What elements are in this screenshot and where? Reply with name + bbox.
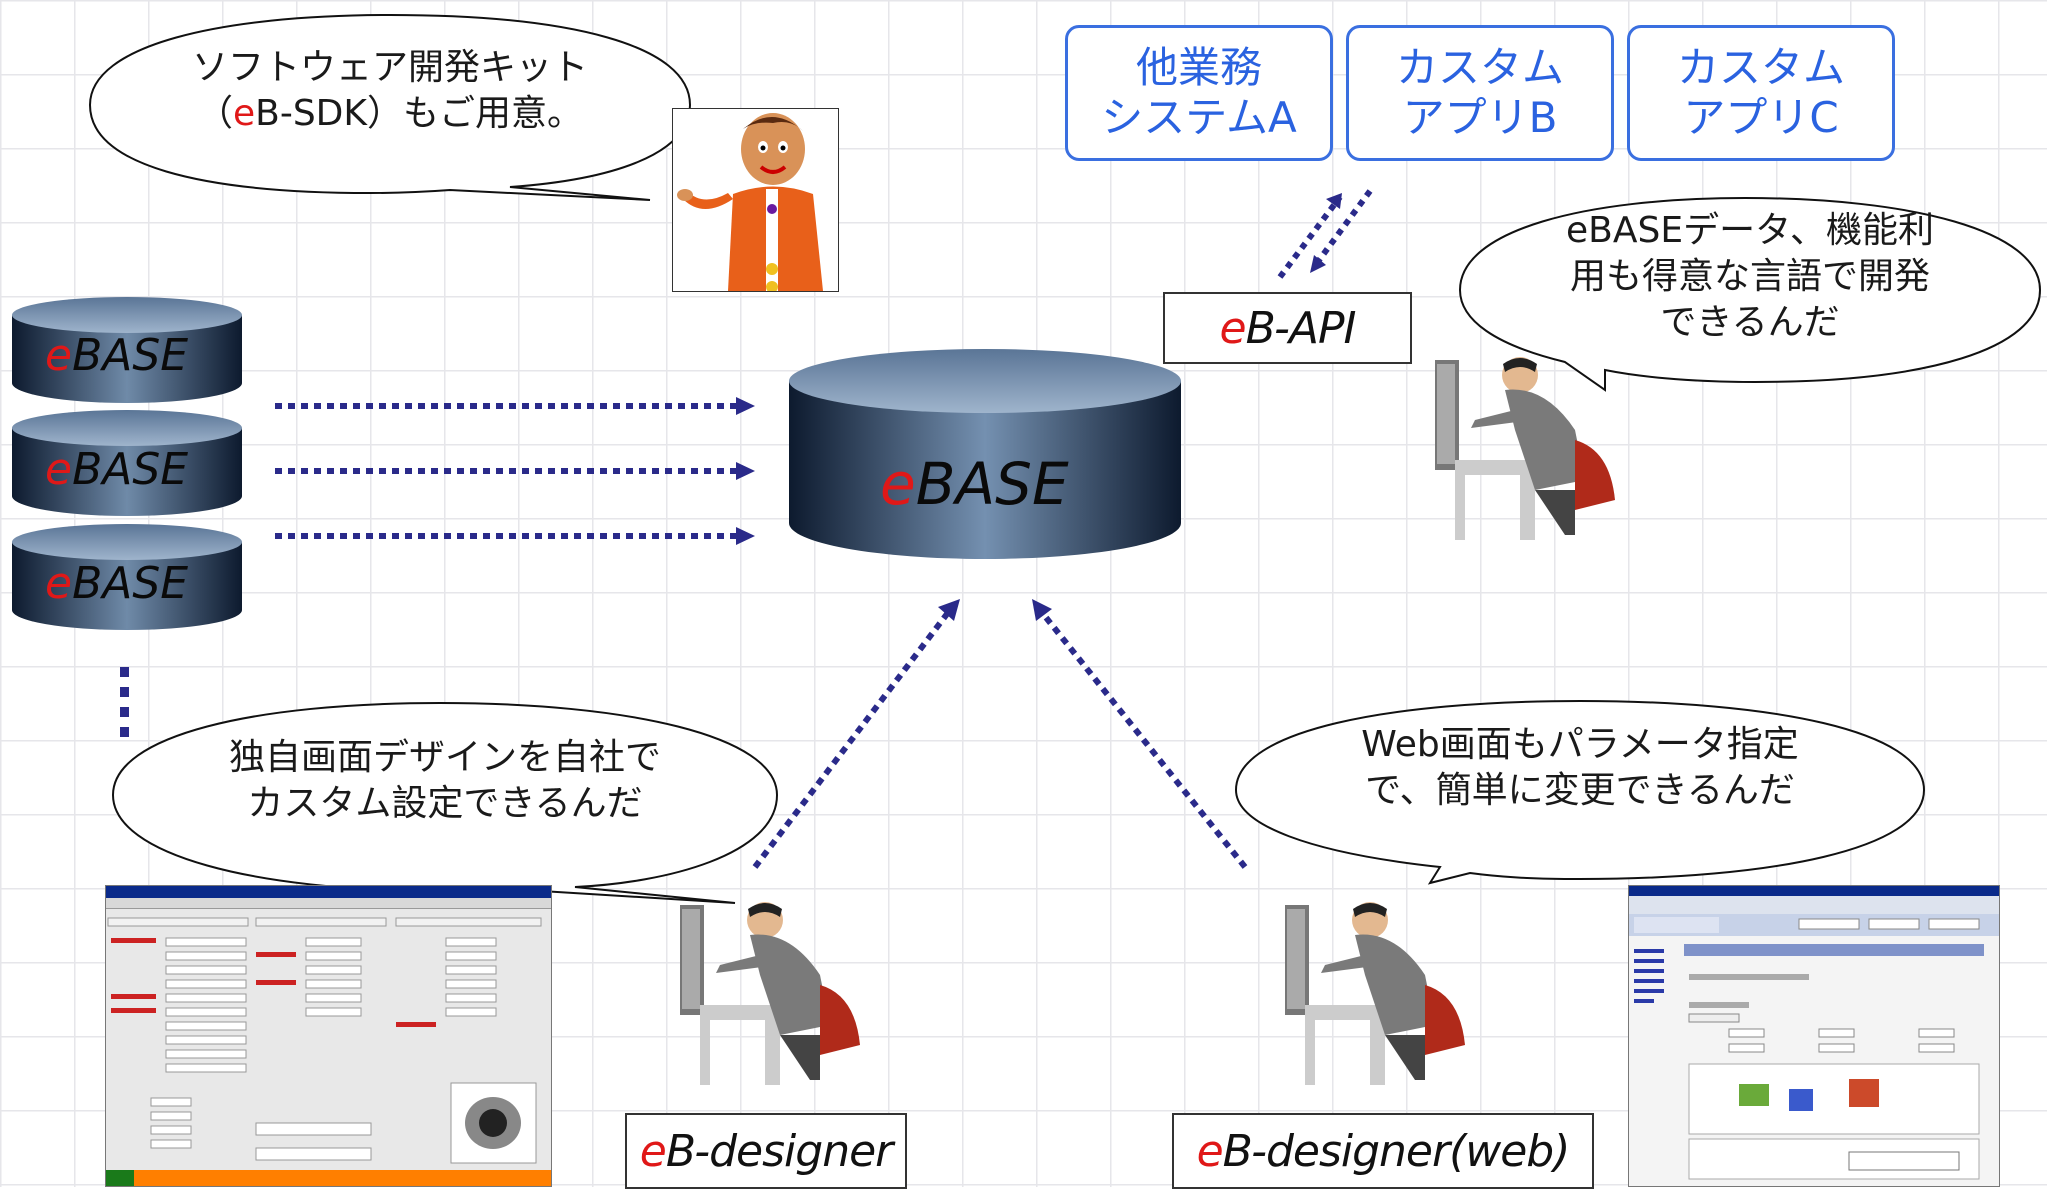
sdk-line-2: （eB-SDK）もご用意。 [120,91,660,137]
designer-bubble-text: 独自画面デザインを自社で カスタム設定できるんだ [165,735,725,827]
worker-figure-web [1285,902,1465,1085]
db-cylinder-left-2 [12,410,242,516]
sdk-rest: B-SDK）もご用意。 [255,93,584,134]
central-rest: BASE [915,450,1069,518]
designer-screenshot [105,885,552,1187]
system-a-line1: 他業務 [1135,43,1262,92]
db-cylinder-central [789,349,1181,559]
eb-web-rest: B-designer(web) [1222,1125,1571,1177]
db-cylinder-left-3 [12,524,242,630]
db-label-central: eBASE [880,450,1069,518]
db1-e: e [45,330,73,381]
system-box-b: カスタムアプリB [1346,25,1614,161]
web-bubble-text: Web画面もパラメータ指定 で、簡単に変更できるんだ [1290,722,1870,814]
db-label-3: eBASE [45,558,188,609]
api-line-2: 用も得意な言語で開発 [1569,256,1930,297]
designer-line-1: 独自画面デザインを自社で [228,737,661,778]
system-box-c: カスタムアプリC [1627,25,1895,161]
db2-rest: BASE [72,444,189,495]
speech-bubble-api [1458,196,2042,392]
eb-api-e: e [1219,302,1247,354]
api-arrows [1277,189,1373,279]
db1-rest: BASE [72,330,189,381]
system-c-line2: アプリC [1683,93,1839,142]
sdk-e: e [232,93,256,134]
db3-rest: BASE [72,558,189,609]
worker-figure-api [1435,357,1615,540]
system-a-line2: システムA [1101,93,1297,142]
sdk-bubble-text: ソフトウェア開発キット （eB-SDK）もご用意。 [120,45,660,137]
sdk-paren: （ [196,93,233,134]
eb-designer-rest: B-designer [665,1125,893,1177]
sdk-line-1: ソフトウェア開発キット [191,47,588,88]
api-bubble-text: eBASEデータ、機能利 用も得意な言語で開発 できるんだ [1480,208,2020,346]
system-c-line1: カスタム [1676,43,1845,92]
system-b-line2: アプリB [1402,93,1558,142]
db2-e: e [45,444,73,495]
db-label-2: eBASE [45,444,188,495]
designer-line-2: カスタム設定できるんだ [247,783,643,824]
central-e: e [880,450,916,518]
system-b-line1: カスタム [1395,43,1564,92]
api-line-3: できるんだ [1660,302,1840,343]
continuation-dots [120,667,129,737]
system-box-a: 他業務システムA [1065,25,1333,161]
presenter-figure [672,108,839,293]
web-line-1: Web画面もパラメータ指定 [1361,724,1799,765]
db-label-1: eBASE [45,330,188,381]
web-line-2: で、簡単に変更できるんだ [1365,770,1795,811]
eb-designer-e: e [639,1125,667,1177]
web-screenshot [1628,885,2000,1187]
eb-web-e: e [1196,1125,1224,1177]
db-cylinder-left-1 [12,297,242,403]
designer-arrows [752,599,1248,869]
speech-bubble-web [1234,699,1926,885]
worker-figure-designer [680,902,860,1085]
api-line-1: eBASEデータ、機能利 [1566,210,1934,251]
eb-api-rest: B-API [1245,302,1357,354]
db3-e: e [45,558,73,609]
db-sync-arrows [275,397,755,545]
